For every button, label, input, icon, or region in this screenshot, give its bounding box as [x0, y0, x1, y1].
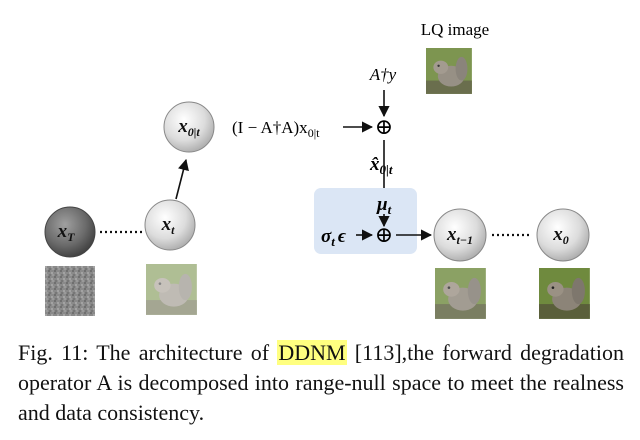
sampling-box: [314, 188, 417, 254]
oplus-bottom: ⊕: [375, 222, 393, 247]
caption-prefix: Fig. 11: The architecture of: [18, 340, 278, 365]
node-x-t-minus-1: xt−1: [433, 208, 487, 262]
arrow-xt-to-x0t: [175, 158, 189, 200]
figure-caption: Fig. 11: The architecture of DDNM [113],…: [18, 338, 624, 428]
caption-suffix: [113],the forward degradation operator A…: [18, 340, 624, 425]
xt-thumbnail: [146, 264, 197, 315]
node-x-t: xt: [144, 199, 196, 251]
svg-text:x0: x0: [552, 224, 569, 247]
node-x-0-given-t: x0|t: [163, 101, 215, 153]
x0-thumbnail: [539, 268, 590, 319]
node-x-T: xT: [44, 206, 96, 258]
lq-image-label: LQ image: [421, 20, 489, 39]
xt1-thumbnail: [435, 268, 486, 319]
lq-image-thumbnail: [426, 48, 472, 94]
node-x-0: x0: [536, 208, 590, 262]
term-null-space: (I − A†A)x0|t: [232, 118, 320, 140]
oplus-top: ⊕: [375, 114, 393, 139]
svg-text:xt−1: xt−1: [446, 224, 473, 247]
svg-text:xt: xt: [161, 214, 176, 237]
svg-text:x0|t: x0|t: [177, 116, 200, 139]
term-a-dagger-y: A†y: [369, 65, 397, 84]
term-x-hat: x̂0|t: [369, 154, 393, 177]
term-mu-t: μt: [376, 194, 392, 217]
noise-thumbnail: [45, 266, 95, 316]
svg-text:xT: xT: [57, 221, 76, 244]
ddnm-architecture-diagram: LQ image A†y ⊕ (I − A†A)x0|t x̂0|t μt ⊕ …: [44, 20, 590, 319]
caption-highlight: DDNM: [277, 340, 347, 365]
